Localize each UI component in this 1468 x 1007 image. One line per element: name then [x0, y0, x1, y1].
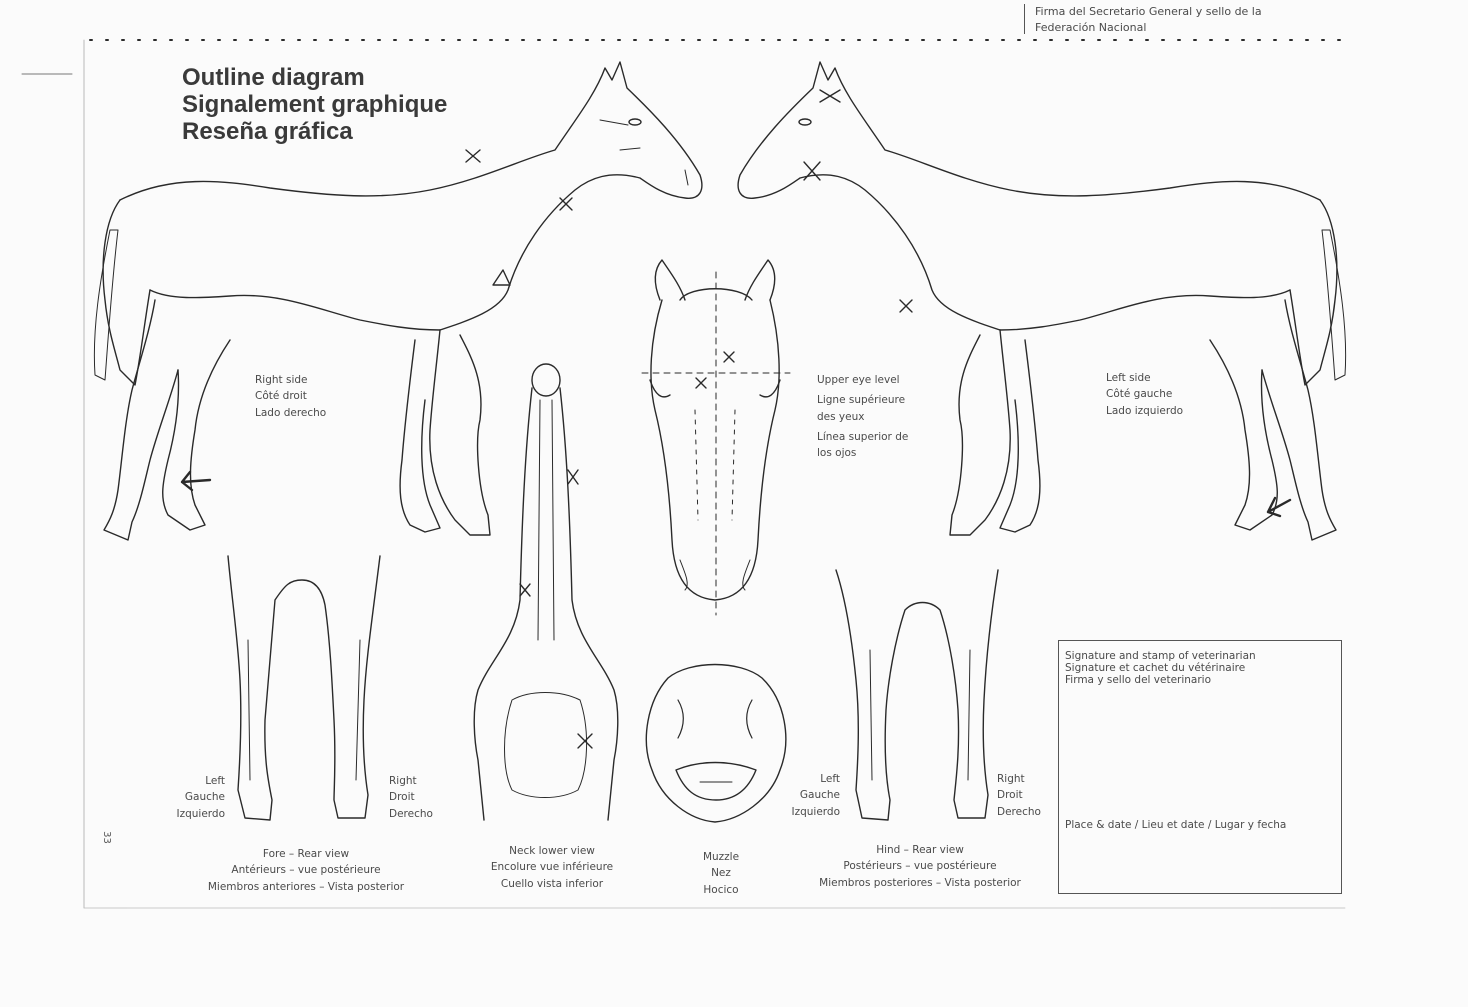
page-title: Outline diagram Signalement graphique Re…	[182, 64, 447, 145]
federation-signature-line2: Federación Nacional	[1035, 20, 1335, 34]
federation-signature-line1: Firma del Secretario General y sello de …	[1035, 4, 1335, 20]
hind-left-es: Izquierdo	[791, 804, 840, 820]
fore-right-fr: Droit	[389, 789, 433, 805]
fore-right-es: Derecho	[389, 806, 433, 822]
muzzle-caption-es: Hocico	[703, 882, 739, 898]
hind-left-fr: Gauche	[791, 787, 840, 803]
fore-left-en: Left	[176, 773, 225, 789]
neck-caption-fr: Encolure vue inférieure	[491, 859, 613, 875]
right-side-es: Lado derecho	[255, 405, 326, 421]
fore-caption: Fore – Rear view Antérieurs – vue postér…	[208, 846, 404, 895]
left-side-label: Left side Côté gauche Lado izquierdo	[1106, 370, 1183, 419]
left-side-fr: Côté gauche	[1106, 386, 1183, 402]
fore-left-fr: Gauche	[176, 789, 225, 805]
vet-signature-es: Firma y sello del veterinario	[1065, 674, 1256, 686]
muzzle-caption-fr: Nez	[703, 865, 739, 881]
hind-caption: Hind – Rear view Postérieurs – vue posté…	[819, 842, 1021, 891]
left-side-en: Left side	[1106, 370, 1183, 386]
fore-caption-en: Fore – Rear view	[208, 846, 404, 862]
neck-caption-es: Cuello vista inferior	[491, 876, 613, 892]
fore-rear-view	[228, 556, 380, 820]
eye-level-es-2: los ojos	[817, 445, 908, 461]
title-line-en: Outline diagram	[182, 64, 447, 91]
eye-level-es-1: Línea superior de	[817, 429, 908, 445]
eye-level-fr-2: des yeux	[817, 409, 908, 425]
fore-caption-fr: Antérieurs – vue postérieure	[208, 862, 404, 878]
fore-right-en: Right	[389, 773, 433, 789]
right-side-en: Right side	[255, 372, 326, 388]
title-line-es: Reseña gráfica	[182, 118, 447, 145]
vet-signature-en: Signature and stamp of veterinarian	[1065, 650, 1256, 662]
fore-caption-es: Miembros anteriores – Vista posterior	[208, 879, 404, 895]
place-date-label: Place & date / Lieu et date / Lugar y fe…	[1065, 817, 1286, 833]
vet-signature-fr: Signature et cachet du vétérinaire	[1065, 662, 1256, 674]
federation-signature-field[interactable]: Firma del Secretario General y sello de …	[1024, 4, 1335, 34]
neck-caption: Neck lower view Encolure vue inférieure …	[491, 843, 613, 892]
hind-right-fr: Droit	[997, 787, 1041, 803]
title-line-fr: Signalement graphique	[182, 91, 447, 118]
hind-caption-fr: Postérieurs – vue postérieure	[819, 858, 1021, 874]
muzzle-caption-en: Muzzle	[703, 849, 739, 865]
hind-caption-es: Miembros posteriores – Vista posterior	[819, 875, 1021, 891]
muzzle-caption: Muzzle Nez Hocico	[703, 849, 739, 898]
head-front-view	[642, 260, 790, 615]
eye-level-label: Upper eye level Ligne supérieure des yeu…	[817, 372, 908, 461]
place-date-field[interactable]: Place & date / Lieu et date / Lugar y fe…	[1065, 817, 1286, 833]
fore-right-label: Right Droit Derecho	[389, 773, 433, 822]
neck-caption-en: Neck lower view	[491, 843, 613, 859]
hind-left-label: Left Gauche Izquierdo	[791, 771, 840, 820]
eye-level-fr-1: Ligne supérieure	[817, 392, 908, 408]
muzzle-view	[646, 665, 785, 823]
hind-right-en: Right	[997, 771, 1041, 787]
right-side-label: Right side Côté droit Lado derecho	[255, 372, 326, 421]
hind-right-es: Derecho	[997, 804, 1041, 820]
hind-rear-view	[836, 570, 998, 820]
hind-left-en: Left	[791, 771, 840, 787]
left-side-es: Lado izquierdo	[1106, 403, 1183, 419]
fore-left-es: Izquierdo	[176, 806, 225, 822]
page-number: 33	[101, 831, 112, 844]
hind-right-label: Right Droit Derecho	[997, 771, 1041, 820]
vet-signature-label: Signature and stamp of veterinarian Sign…	[1065, 650, 1256, 686]
hind-caption-en: Hind – Rear view	[819, 842, 1021, 858]
eye-level-en: Upper eye level	[817, 372, 908, 388]
left-side-horse	[738, 62, 1346, 540]
right-side-fr: Côté droit	[255, 388, 326, 404]
neck-lower-view	[474, 364, 618, 820]
fore-left-label: Left Gauche Izquierdo	[176, 773, 225, 822]
